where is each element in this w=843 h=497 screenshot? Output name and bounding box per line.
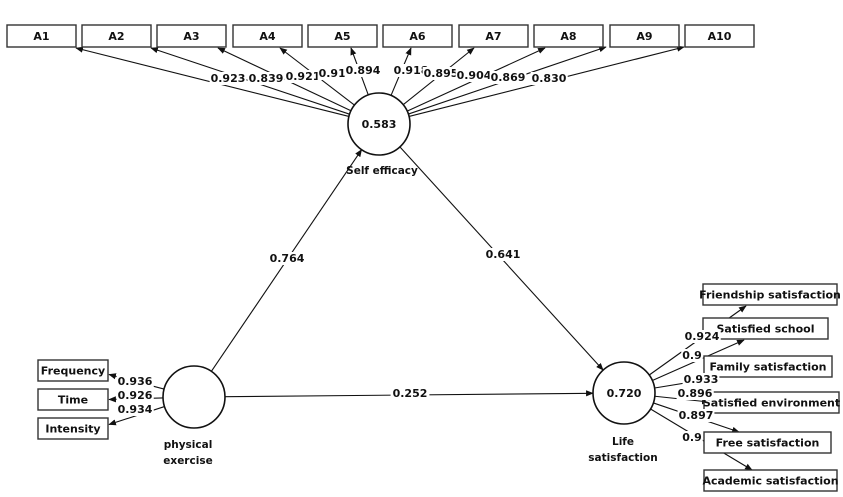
indicator-label: Free satisfaction bbox=[716, 437, 820, 450]
indicator-box-satisfied-environment: Satisfied environment bbox=[703, 391, 840, 414]
indicator-label: Intensity bbox=[45, 423, 100, 436]
path-coefficient: 0.252 bbox=[393, 387, 428, 400]
indicator-box-a7: A7 bbox=[458, 24, 529, 48]
indicator-box-a1: A1 bbox=[6, 24, 77, 48]
indicator-box-free-satisfaction: Free satisfaction bbox=[703, 431, 832, 454]
indicator-label: Time bbox=[58, 394, 88, 407]
loading-value: 0.933 bbox=[684, 373, 719, 386]
indicator-label: Friendship satisfaction bbox=[699, 289, 841, 302]
indicator-box-a8: A8 bbox=[533, 24, 604, 48]
latent-label: Self efficacy bbox=[346, 165, 418, 177]
indicator-box-a6: A6 bbox=[382, 24, 453, 48]
indicator-box-family-satisfaction: Family satisfaction bbox=[703, 355, 833, 378]
r-squared-value: 0.720 bbox=[607, 387, 642, 400]
loading-value: 0.894 bbox=[346, 64, 381, 77]
indicator-box-a3: A3 bbox=[156, 24, 227, 48]
loading-value: 0.839 bbox=[249, 72, 284, 85]
path-coefficient: 0.764 bbox=[270, 252, 305, 265]
loading-value: 0.934 bbox=[118, 403, 153, 416]
indicator-label: Family satisfaction bbox=[710, 361, 827, 374]
latent-circle bbox=[347, 92, 411, 156]
indicator-label: Frequency bbox=[41, 365, 105, 378]
r-squared-value: 0.583 bbox=[362, 118, 397, 131]
loading-value: 0.936 bbox=[118, 375, 153, 388]
indicator-label: A9 bbox=[636, 30, 652, 43]
indicator-label: A3 bbox=[183, 30, 199, 43]
indicator-label: A2 bbox=[108, 30, 124, 43]
indicator-label: A6 bbox=[409, 30, 426, 43]
loading-value: 0.921 bbox=[286, 70, 321, 83]
indicator-box-a9: A9 bbox=[609, 24, 680, 48]
latent-circle bbox=[162, 365, 226, 429]
loading-value: 0.897 bbox=[679, 409, 714, 422]
loading-value: 0.9 bbox=[682, 349, 702, 362]
indicator-box-time: Time bbox=[37, 388, 109, 411]
loading-value: 0.896 bbox=[678, 387, 713, 400]
loading-value: 0.923 bbox=[211, 72, 246, 85]
indicator-label: A4 bbox=[259, 30, 276, 43]
indicator-box-a5: A5 bbox=[307, 24, 378, 48]
indicator-box-academic-satisfaction: Academic satisfaction bbox=[702, 469, 839, 492]
latent-circle bbox=[592, 361, 656, 425]
loading-arrow-a3 bbox=[217, 47, 352, 112]
indicator-box-friendship-satisfaction: Friendship satisfaction bbox=[699, 283, 841, 306]
loading-value: 0.926 bbox=[118, 389, 153, 402]
latent-physical-exercise: physical exercise bbox=[162, 365, 226, 467]
indicator-label: A8 bbox=[560, 30, 576, 43]
indicator-label: A7 bbox=[485, 30, 501, 43]
loading-value: 0.924 bbox=[685, 330, 720, 343]
indicator-box-intensity: Intensity bbox=[37, 417, 109, 440]
loading-value: 0.830 bbox=[532, 72, 567, 85]
loading-value: 0.895 bbox=[424, 67, 459, 80]
indicator-label: A1 bbox=[33, 30, 49, 43]
indicator-box-a4: A4 bbox=[232, 24, 303, 48]
indicator-label: Satisfied school bbox=[716, 323, 814, 336]
indicator-label: A5 bbox=[334, 30, 350, 43]
latent-label: exercise bbox=[163, 455, 212, 467]
indicator-label: A10 bbox=[708, 30, 732, 43]
latent-label: satisfaction bbox=[588, 452, 657, 464]
loading-value: 0.9 bbox=[682, 431, 702, 444]
path-coefficient: 0.641 bbox=[486, 248, 521, 261]
loading-value: 0.904 bbox=[457, 69, 492, 82]
loading-value: 0.918 bbox=[394, 64, 429, 77]
loading-value: 0.869 bbox=[491, 71, 526, 84]
latent-label: Life bbox=[612, 436, 634, 448]
indicator-box-a2: A2 bbox=[81, 24, 152, 48]
indicator-label: Academic satisfaction bbox=[702, 475, 838, 488]
indicator-box-satisfied-school: Satisfied school bbox=[702, 317, 829, 340]
latent-label: physical bbox=[164, 439, 213, 451]
indicator-label: Satisfied environment bbox=[703, 397, 840, 410]
indicator-box-a10: A10 bbox=[684, 24, 755, 48]
indicator-box-frequency: Frequency bbox=[37, 359, 109, 382]
